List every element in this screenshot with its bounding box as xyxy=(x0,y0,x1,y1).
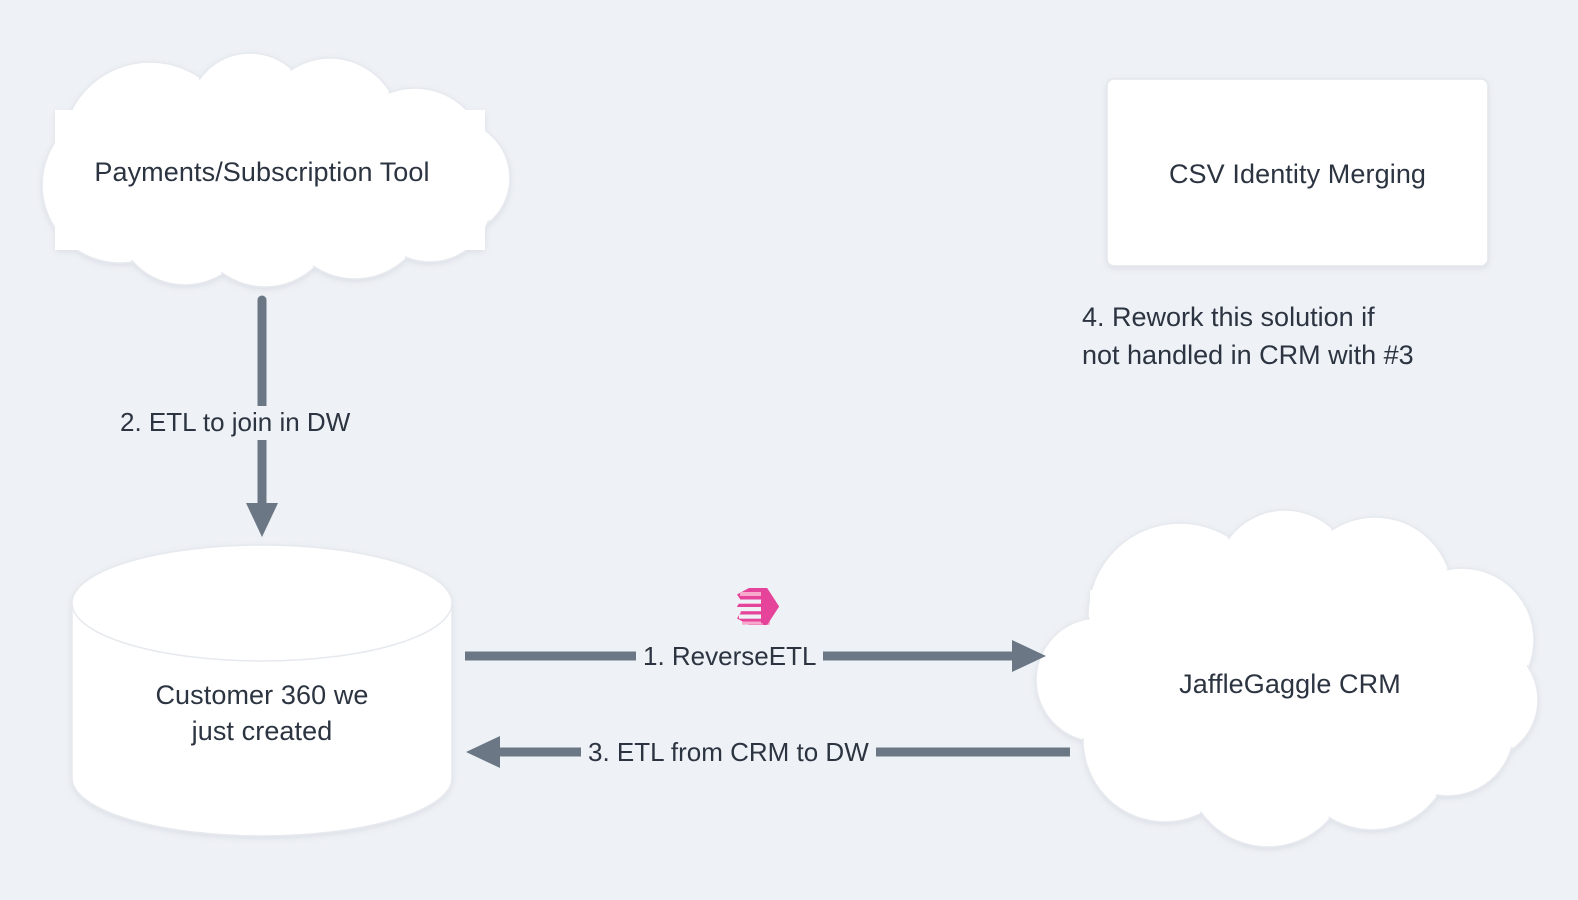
node-warehouse-cylinder[interactable] xyxy=(71,544,453,837)
node-payments-cloud[interactable] xyxy=(41,52,511,288)
edge-label-reverse-etl: 1. ReverseETL xyxy=(636,640,824,674)
annotation-rework-note: 4. Rework this solution if not handled i… xyxy=(1082,302,1414,371)
hightouch-logo-icon xyxy=(737,588,779,625)
node-crm-cloud[interactable] xyxy=(1035,509,1539,848)
edge-etl-join-arrow xyxy=(246,295,278,537)
node-csv-box[interactable] xyxy=(1106,78,1489,267)
edge-label-etl-join: 2. ETL to join in DW xyxy=(113,406,358,440)
edge-label-etl-from-crm: 3. ETL from CRM to DW xyxy=(581,736,876,770)
